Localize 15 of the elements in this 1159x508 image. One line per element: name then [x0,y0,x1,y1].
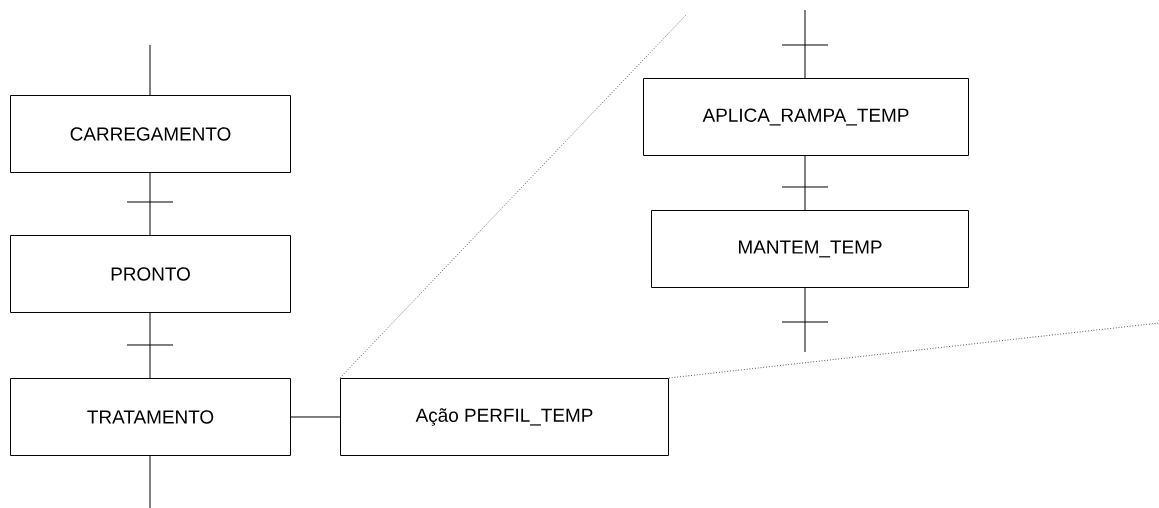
connector-line [149,312,151,379]
connector-line [804,9,806,79]
connector-line [149,172,151,236]
step-box: TRATAMENTO [10,378,291,456]
connector-line [804,287,806,353]
connector-line [149,44,151,96]
dotted-line [668,322,1159,379]
step-box: PRONTO [10,235,291,313]
step-box: MANTEM_TEMP [651,210,969,288]
connector-line [290,416,341,418]
connector-line [804,155,806,211]
step-box: APLICA_RAMPA_TEMP [643,78,969,156]
step-box: Ação PERFIL_TEMP [340,378,669,456]
step-box: CARREGAMENTO [10,95,291,173]
connector-line [149,455,151,508]
